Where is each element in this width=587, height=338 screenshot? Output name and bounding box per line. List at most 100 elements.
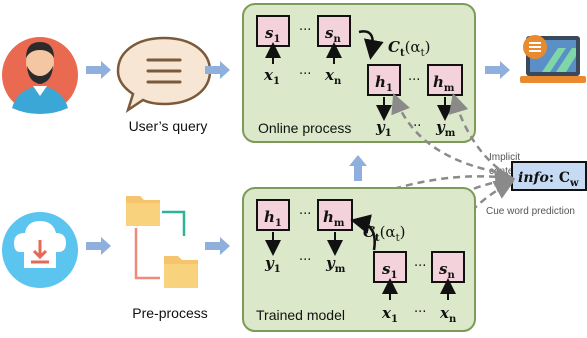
online-process-box (242, 3, 476, 143)
online-node-h1 (367, 64, 401, 96)
trained-xn-var: x (439, 304, 450, 322)
online-sn-sub: n (333, 34, 341, 45)
cloud-download-icon (2, 212, 78, 288)
online-y-ellipsis: ··· (409, 119, 421, 134)
arrow-preprocess-to-trained (205, 237, 230, 255)
svg-text:s1: s1 (265, 24, 280, 45)
online-hm-var: h (433, 73, 444, 91)
users-query-label: User’s query (129, 118, 208, 134)
svg-text:y1: y1 (264, 254, 281, 275)
trained-x1-var: x (381, 304, 392, 322)
svg-text:ym: ym (325, 254, 346, 275)
online-ct-arg: (α (405, 38, 421, 56)
online-s1-sub: 1 (273, 34, 280, 45)
svg-text:sn: sn (325, 24, 341, 45)
trained-h-ellipsis: ··· (299, 207, 311, 222)
online-ct-sub: t (400, 48, 405, 59)
trained-sn-sub: n (447, 270, 455, 281)
trained-ct-sub: t (375, 233, 380, 244)
trained-model-box (242, 187, 476, 332)
online-ct-var: C (388, 38, 400, 56)
user-avatar-icon (2, 37, 78, 114)
trained-ym-sub: m (335, 264, 346, 275)
trained-h1-sub: 1 (275, 218, 282, 229)
online-ym-var: y (435, 118, 446, 136)
trained-node-s1 (373, 251, 407, 283)
trained-y1-sub: 1 (274, 264, 281, 275)
svg-text:h1: h1 (264, 208, 282, 229)
online-hm-sub: m (444, 83, 455, 94)
trained-s1-sub: 1 (390, 270, 397, 281)
svg-text:Ct(αt): Ct(αt) (363, 223, 405, 244)
arrow-trained-to-online (349, 155, 367, 181)
trained-hm-sub: m (334, 218, 345, 229)
trained-ct-close: ) (400, 223, 406, 241)
info-sub: w (569, 178, 579, 189)
svg-text:hm: hm (433, 73, 455, 94)
online-node-s1 (256, 15, 290, 47)
arrow-user-to-query (86, 61, 111, 79)
dashed-info-to-hm (449, 92, 509, 178)
online-xn-var: x (324, 66, 335, 84)
arrow-online-to-laptop (485, 61, 510, 79)
online-s-ellipsis: ··· (299, 23, 311, 38)
online-ym-sub: m (445, 128, 456, 139)
dashed-info-to-h1 (391, 93, 509, 176)
online-process-label: Online process (258, 120, 351, 136)
svg-text:h1: h1 (375, 73, 393, 94)
pre-process-label: Pre-process (132, 305, 207, 321)
trained-sn-var: s (439, 260, 448, 278)
trained-h1-var: h (264, 208, 275, 226)
svg-text:sn: sn (439, 260, 455, 281)
online-h-ellipsis: ··· (408, 73, 420, 88)
online-h1-var: h (375, 73, 386, 91)
trained-model-label: Trained model (256, 307, 345, 323)
online-xn-sub: n (334, 76, 342, 87)
svg-text:Ct(αt): Ct(αt) (388, 38, 430, 59)
svg-text:info: Cw: info: Cw (518, 170, 579, 189)
speech-bubble-icon (116, 36, 212, 114)
online-x1-var: x (263, 66, 274, 84)
info-colon-c: : C (549, 170, 570, 186)
trained-y-ellipsis: ··· (299, 253, 311, 268)
trained-node-h1 (256, 199, 290, 231)
online-ct-arg-sub: t (421, 48, 425, 59)
online-s1-var: s (265, 24, 274, 42)
online-node-sn (317, 15, 351, 47)
svg-text:y1: y1 (375, 118, 392, 139)
laptop-icon (520, 35, 586, 83)
dashed-hm-to-info (359, 166, 516, 202)
arrow-query-to-online (205, 61, 230, 79)
trained-s1-var: s (382, 260, 391, 278)
trained-s-ellipsis: ··· (414, 259, 426, 274)
svg-text:xn: xn (439, 304, 457, 325)
online-transition-arrow (358, 30, 384, 60)
trained-ct-arg: (α (380, 223, 396, 241)
trained-ct-var: C (363, 223, 375, 241)
online-ct-close: ) (425, 38, 431, 56)
online-y1-var: y (375, 118, 386, 136)
svg-text:ym: ym (435, 118, 456, 139)
trained-ym-var: y (325, 254, 336, 272)
folders-icon (126, 196, 198, 288)
svg-text:hm: hm (323, 208, 345, 229)
svg-text:x1: x1 (263, 66, 280, 87)
trained-x1-sub: 1 (391, 314, 398, 325)
online-x1-sub: 1 (273, 76, 280, 87)
implicit-label-line1: Implicit (489, 152, 520, 163)
trained-hm-var: h (323, 208, 334, 226)
svg-text:s1: s1 (382, 260, 397, 281)
svg-text:x1: x1 (381, 304, 398, 325)
trained-x-ellipsis: ··· (414, 305, 426, 320)
trained-y1-var: y (264, 254, 275, 272)
trained-xn-sub: n (449, 314, 457, 325)
online-node-hm (427, 64, 463, 96)
cue-word-label: Cue word prediction (486, 206, 575, 217)
online-x-ellipsis: ··· (299, 67, 311, 82)
online-sn-var: s (325, 24, 334, 42)
trained-transition-arrow (350, 214, 376, 251)
trained-ct-arg-sub: t (396, 233, 400, 244)
trained-node-hm (317, 199, 353, 231)
info-var: info (518, 170, 549, 186)
